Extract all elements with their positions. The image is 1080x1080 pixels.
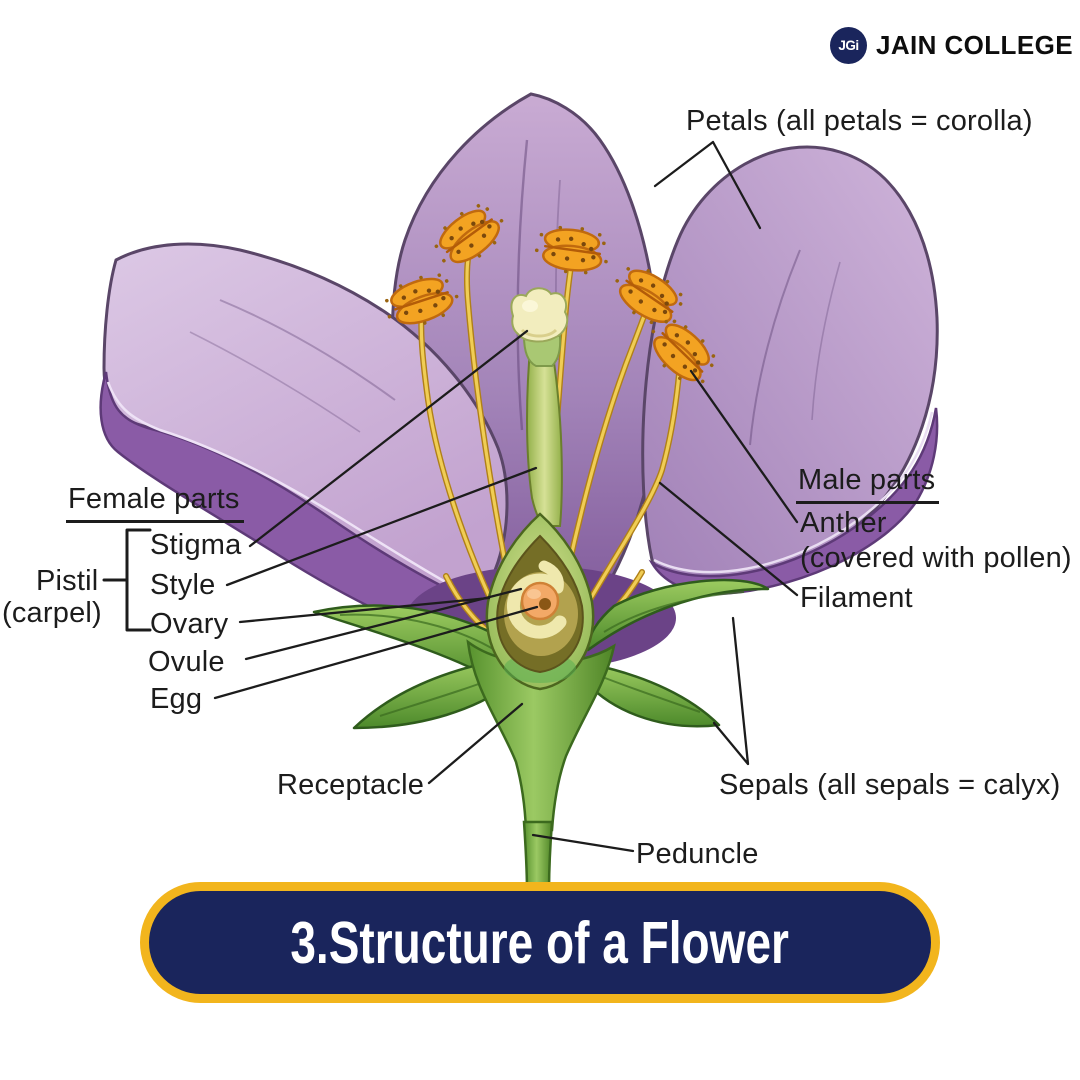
label-male-parts: Male parts [796, 463, 940, 504]
label-style: Style [150, 569, 216, 601]
label-filament: Filament [800, 582, 913, 614]
label-pistil: Pistil [36, 565, 99, 597]
leader-lines [102, 140, 799, 853]
label-egg: Egg [150, 683, 203, 715]
label-ovary: Ovary [150, 608, 229, 640]
page-title: 3.Structure of a Flower [290, 909, 790, 976]
label-sepals: Sepals (all sepals = calyx) [719, 769, 1061, 801]
brand-logo: JGi JAIN COLLEGE [830, 27, 1073, 64]
label-ovule: Ovule [148, 646, 225, 678]
brand-name: JAIN COLLEGE [876, 30, 1073, 60]
title-banner: 3.Structure of a Flower [140, 882, 940, 1003]
label-pistil-carpel: (carpel) [2, 597, 102, 629]
label-anther: Anther [800, 507, 887, 539]
sepals-calyx [312, 578, 770, 730]
label-receptacle: Receptacle [277, 769, 425, 801]
label-petals: Petals (all petals = corolla) [686, 105, 1033, 137]
jgi-logo-icon: JGi [830, 27, 867, 64]
label-stigma: Stigma [150, 529, 242, 561]
pistil-carpel [485, 287, 595, 691]
label-female-parts: Female parts [66, 482, 244, 523]
label-anther-pollen: (covered with pollen) [800, 542, 1072, 574]
label-peduncle: Peduncle [636, 838, 759, 870]
petals-corolla [99, 92, 939, 651]
